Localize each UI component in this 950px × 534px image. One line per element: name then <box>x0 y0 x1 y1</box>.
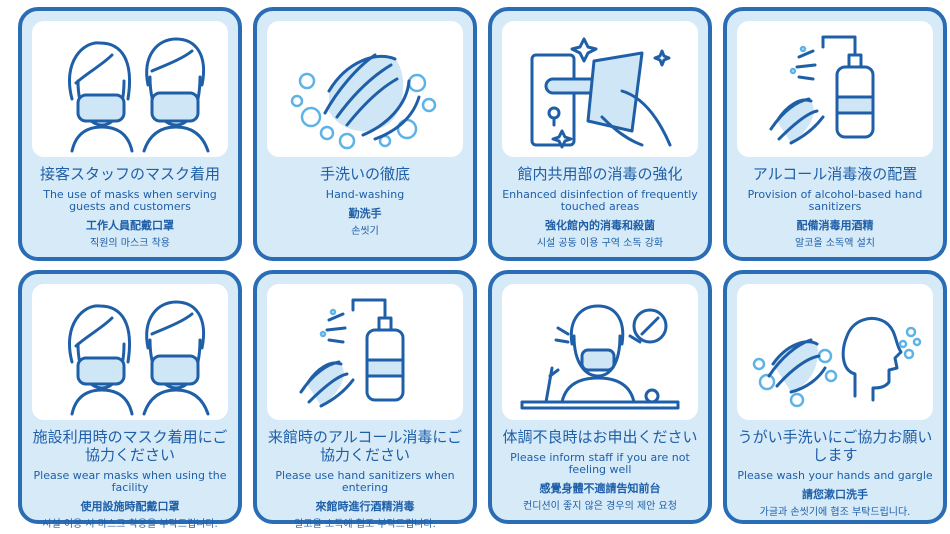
notice-card-gargle-wash: うがい手洗いにご協力お願いします Please wash your hands … <box>723 270 947 524</box>
card-text-ko: 알코올 소독에 협조 부탁드립니다. <box>294 519 436 530</box>
card-text-zh: 來館時進行酒精消毒 <box>315 500 415 513</box>
card-text-ko: 시설 이용 시 마스크 착용을 부탁드립니다. <box>42 519 218 530</box>
card-title-ja: 体調不良時はお申出ください <box>502 428 698 446</box>
card-text-en: Please wear masks when using the facilit… <box>33 469 227 494</box>
card-title-ja: 来館時のアルコール消毒にご協力ください <box>267 428 463 464</box>
notice-card-staff-masks: 接客スタッフのマスク着用 The use of masks when servi… <box>18 7 242 261</box>
notice-card-hand-washing: 手洗いの徹底 Hand-washing 勤洗手 손씻기 <box>253 7 477 261</box>
card-text-zh: 勤洗手 <box>348 207 382 220</box>
alcohol-sanitizer-icon <box>737 21 933 157</box>
card-text-en: Hand-washing <box>325 188 405 201</box>
card-text-ko: 직원의 마스크 착용 <box>90 238 170 249</box>
card-text-zh: 使用設施時配戴口罩 <box>80 500 180 513</box>
masked-staff-icon <box>32 21 228 157</box>
unwell-person-at-desk-icon <box>502 284 698 420</box>
card-text-ko: 알코올 소독액 설치 <box>795 238 875 249</box>
card-title-ja: うがい手洗いにご協力お願いします <box>737 428 933 464</box>
card-text-zh: 感覺身體不適請告知前台 <box>539 482 661 495</box>
card-text-zh: 強化館內的消毒和殺菌 <box>545 219 655 232</box>
card-text-en: Provision of alcohol-based hand sanitize… <box>747 188 923 213</box>
card-text-zh: 配備消毒用酒精 <box>796 219 874 232</box>
card-text-ko: 시설 공동 이용 구역 소독 강화 <box>536 238 664 249</box>
card-text-en: Please use hand sanitizers when entering <box>275 469 455 494</box>
gargle-and-wash-icon <box>737 284 933 420</box>
card-title-ja: 施設利用時のマスク着用にご協力ください <box>32 428 228 464</box>
card-title-ja: 接客スタッフのマスク着用 <box>39 165 220 183</box>
card-text-ko: 가글과 손씻기에 협조 부탁드립니다. <box>759 507 911 518</box>
notice-card-sanitizer: アルコール消毒液の配置 Provision of alcohol-based h… <box>723 7 947 261</box>
card-text-zh: 請您漱口洗手 <box>802 488 868 501</box>
card-title-ja: アルコール消毒液の配置 <box>752 165 918 183</box>
notice-card-disinfection: 館内共用部の消毒の強化 Enhanced disinfection of fre… <box>488 7 712 261</box>
sanitizer-on-entry-icon <box>267 284 463 420</box>
card-text-en: The use of masks when serving guests and… <box>43 188 217 213</box>
masked-visitors-icon <box>32 284 228 420</box>
notice-card-sanitizer-entry: 来館時のアルコール消毒にご協力ください Please use hand sani… <box>253 270 477 530</box>
card-text-zh: 工作人員配戴口罩 <box>86 219 174 232</box>
card-text-ko: 손씻기 <box>351 226 379 237</box>
card-text-en: Enhanced disinfection of frequently touc… <box>502 188 698 213</box>
card-title-ja: 館内共用部の消毒の強化 <box>517 165 683 183</box>
card-text-ko: 컨디션이 좋지 않은 경우의 제안 요청 <box>523 501 677 512</box>
card-text-en: Please inform staff if you are not feeli… <box>510 451 690 476</box>
notice-card-report-unwell: 体調不良時はお申出ください Please inform staff if you… <box>488 270 712 524</box>
notice-card-visitor-masks: 施設利用時のマスク着用にご協力ください Please wear masks wh… <box>18 270 242 530</box>
card-title-ja: 手洗いの徹底 <box>319 165 410 183</box>
card-text-en: Please wash your hands and gargle <box>737 469 933 482</box>
door-handle-disinfection-icon <box>502 21 698 157</box>
hand-washing-icon <box>267 21 463 157</box>
